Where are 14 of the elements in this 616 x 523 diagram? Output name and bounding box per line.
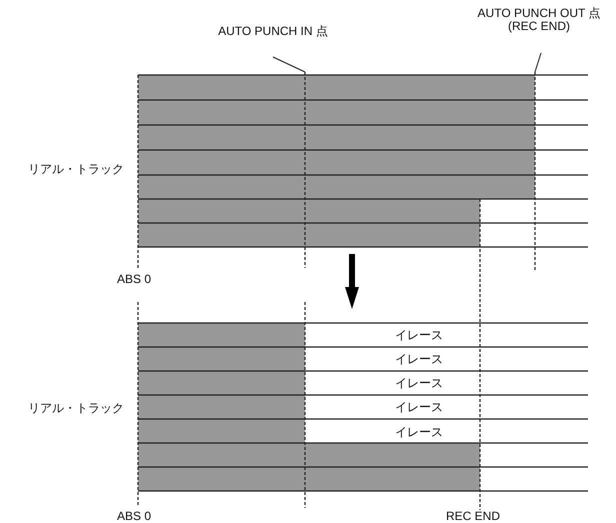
position-label: ABS 0 — [117, 272, 152, 286]
leader-line — [272, 56, 306, 72]
track-label: リアル・トラック — [28, 162, 124, 176]
track-label: リアル・トラック — [28, 401, 124, 415]
erase-label: イレース — [395, 352, 443, 366]
erase-label: イレース — [395, 425, 443, 439]
erase-label: イレース — [395, 400, 443, 414]
position-label: ABS 0 — [117, 509, 152, 523]
position-label: REC END — [446, 509, 500, 523]
callout-label: AUTO PUNCH IN 点 — [168, 25, 378, 38]
callout-label: AUTO PUNCH OUT 点 (REC END) — [466, 7, 612, 33]
erase-label: イレース — [395, 376, 443, 390]
leader-line — [534, 52, 542, 72]
erase-label: イレース — [395, 328, 443, 342]
